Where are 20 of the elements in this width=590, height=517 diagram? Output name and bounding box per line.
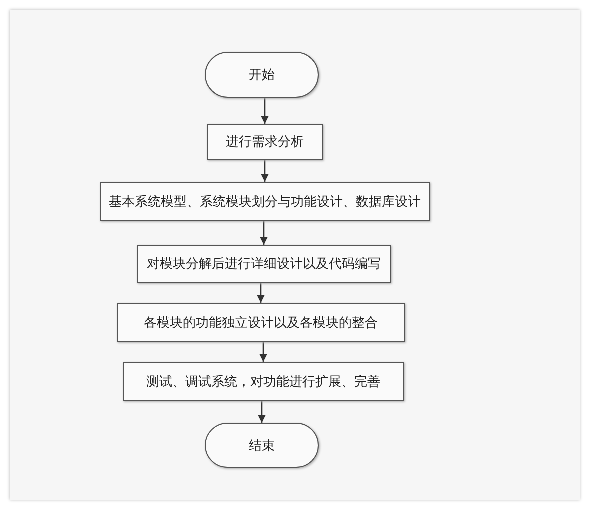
arrow — [258, 401, 266, 423]
node-label: 测试、调试系统，对功能进行扩展、完善 — [146, 374, 380, 390]
process-box — [117, 303, 405, 342]
process-box — [100, 182, 430, 221]
arrow — [257, 283, 265, 303]
node-label: 基本系统模型、系统模块划分与功能设计、数据库设计 — [109, 194, 421, 210]
node-label: 对模块分解后进行详细设计以及代码编写 — [147, 256, 381, 273]
process-box — [137, 245, 391, 283]
arrow — [260, 342, 268, 362]
terminal-shape — [205, 52, 319, 98]
node-label: 结束 — [249, 438, 275, 454]
node-label: 各模块的功能独立设计以及各模块的整合 — [144, 314, 378, 332]
node-label: 开始 — [249, 67, 275, 84]
arrow — [260, 221, 268, 245]
arrow — [261, 160, 269, 182]
arrow — [261, 98, 269, 124]
process-box — [207, 124, 323, 160]
node-label: 进行需求分析 — [226, 134, 304, 151]
terminal-shape — [205, 423, 319, 468]
process-box — [123, 362, 404, 401]
